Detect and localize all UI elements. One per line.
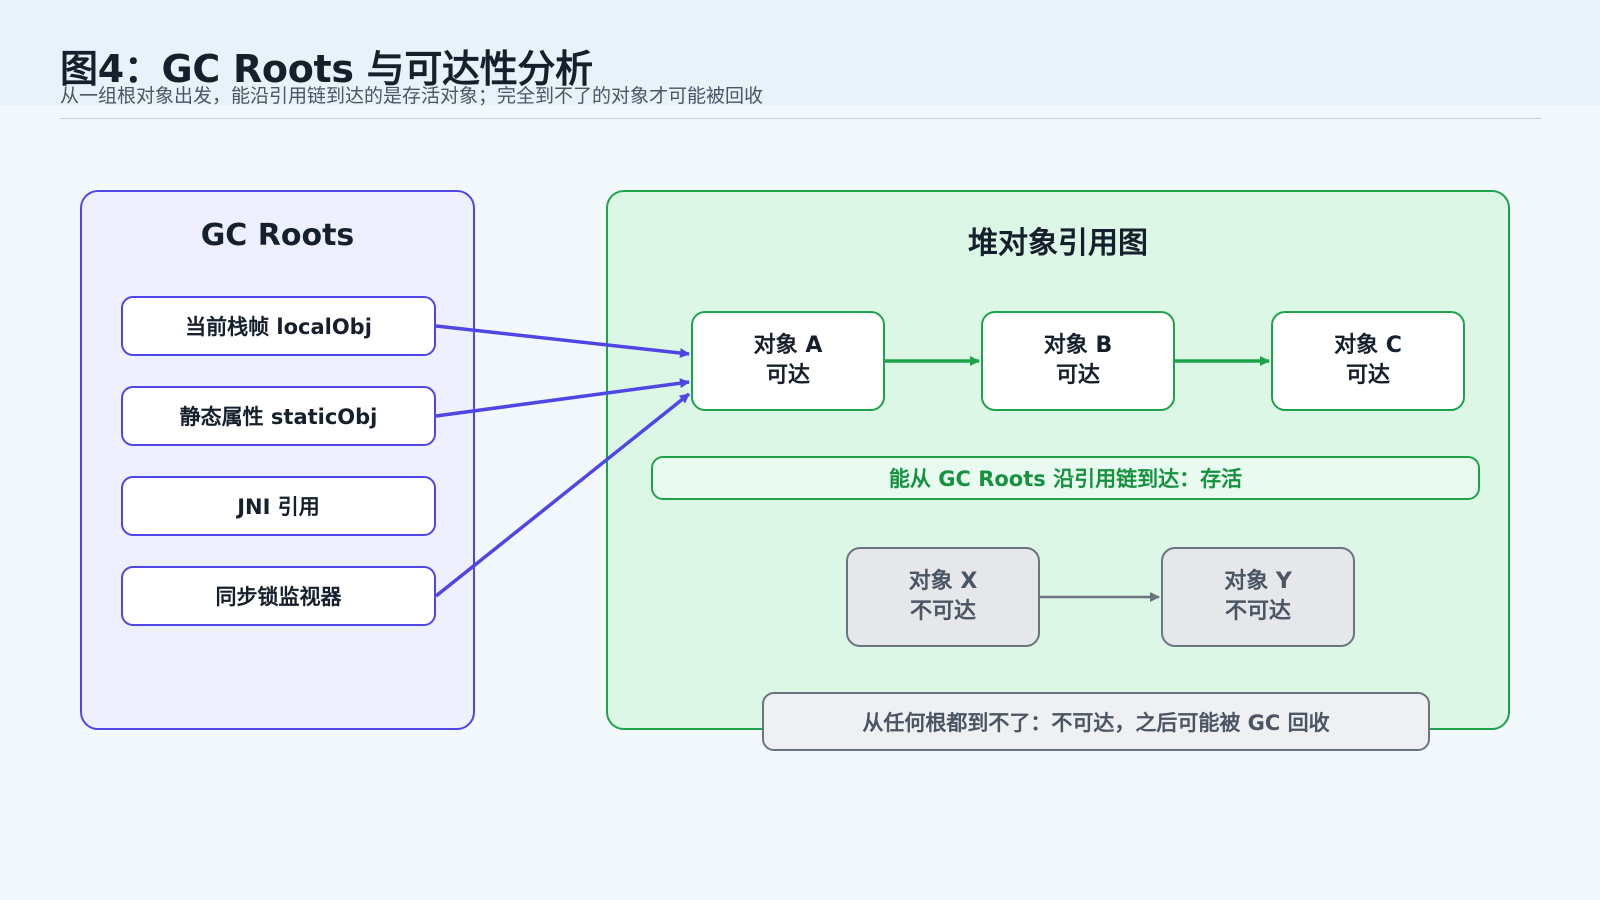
- object-b-status: 可达: [1055, 363, 1100, 388]
- object-c-status: 可达: [1345, 363, 1390, 388]
- object-x-name: 对象 X: [908, 569, 978, 594]
- root-item-static-field: 静态属性 staticObj: [121, 386, 436, 446]
- object-y-status: 不可达: [1224, 599, 1291, 624]
- object-b-name: 对象 B: [1043, 333, 1113, 358]
- object-y-node: 对象 Y 不可达: [1161, 547, 1355, 647]
- page-subtitle: 从一组根对象出发，能沿引用链到达的是存活对象；完全到不了的对象才可能被回收: [60, 85, 764, 107]
- object-a-status: 可达: [765, 363, 810, 388]
- heap-graph-title: 堆对象引用图: [968, 226, 1148, 261]
- object-a-name: 对象 A: [753, 333, 823, 358]
- object-a-node: 对象 A 可达: [691, 311, 885, 411]
- unreachable-note: 从任何根都到不了：不可达，之后可能被 GC 回收: [762, 692, 1430, 751]
- root-item-monitor-lock: 同步锁监视器: [121, 566, 436, 626]
- reachable-note: 能从 GC Roots 沿引用链到达：存活: [651, 456, 1480, 500]
- object-c-node: 对象 C 可达: [1271, 311, 1465, 411]
- object-x-node: 对象 X 不可达: [846, 547, 1040, 647]
- object-b-node: 对象 B 可达: [981, 311, 1175, 411]
- page-title: 图4：GC Roots 与可达性分析: [60, 47, 593, 91]
- root-item-stack-frame: 当前栈帧 localObj: [121, 296, 436, 356]
- root-item-jni-reference: JNI 引用: [121, 476, 436, 536]
- object-x-status: 不可达: [909, 599, 976, 624]
- gc-roots-title: GC Roots: [200, 218, 355, 253]
- object-y-name: 对象 Y: [1224, 569, 1292, 594]
- gc-roots-panel: [80, 190, 475, 730]
- object-c-name: 对象 C: [1334, 333, 1402, 358]
- header-divider: [60, 118, 1541, 119]
- header-band: [0, 0, 1600, 105]
